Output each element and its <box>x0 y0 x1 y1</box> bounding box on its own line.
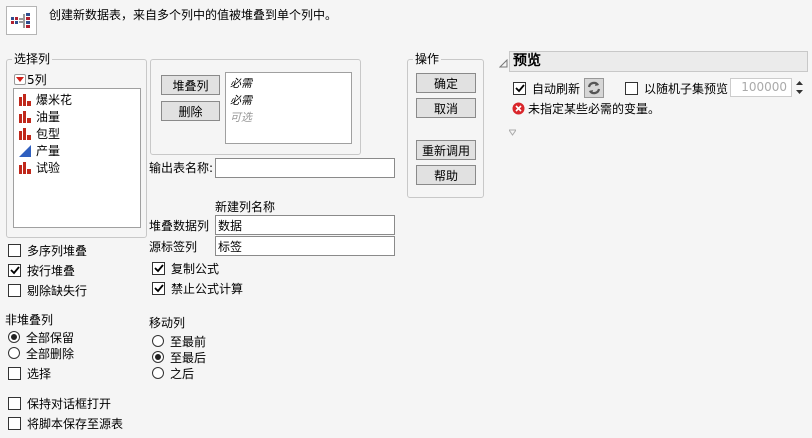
drop-missing-checkbox[interactable]: 剔除缺失行 <box>8 281 87 299</box>
preview-collapse-icon[interactable] <box>508 125 517 139</box>
move-last-radio[interactable]: 至最后 <box>152 348 206 366</box>
refresh-icon <box>587 81 601 95</box>
checkmark-icon <box>153 283 164 292</box>
source-label-label: 源标签列 <box>149 240 198 254</box>
nominal-column-icon <box>19 127 31 140</box>
error-icon <box>512 102 525 115</box>
remove-button[interactable]: 删除 <box>161 101 220 121</box>
checkbox-box[interactable] <box>152 281 165 295</box>
drop-all-radio[interactable]: 全部删除 <box>8 344 74 362</box>
preview-title: 预览 <box>509 51 808 72</box>
multi-series-checkbox[interactable]: 多序列堆叠 <box>8 241 87 259</box>
spin-down-icon[interactable] <box>796 90 803 95</box>
subset-size-input[interactable]: 100000 <box>730 78 792 97</box>
select-checkbox[interactable]: 选择 <box>8 364 51 382</box>
error-message: 未指定某些必需的变量。 <box>528 102 661 116</box>
ok-button[interactable]: 确定 <box>416 73 476 93</box>
actions-title: 操作 <box>413 52 442 66</box>
checkbox-box[interactable] <box>8 283 21 297</box>
nominal-column-icon <box>19 93 31 106</box>
continuous-column-icon <box>19 144 31 157</box>
checkmark-icon <box>514 83 525 92</box>
nominal-column-icon <box>19 161 31 174</box>
checkbox-box[interactable] <box>152 261 165 275</box>
column-count-toggle[interactable]: 5列 <box>14 71 47 88</box>
select-columns-title: 选择列 <box>12 52 53 66</box>
column-item[interactable]: 包型 <box>14 125 140 142</box>
role-slot-optional[interactable]: 可选 <box>230 111 252 124</box>
nominal-column-icon <box>19 110 31 123</box>
stack-by-row-checkbox[interactable]: 按行堆叠 <box>8 261 75 279</box>
error-row: 未指定某些必需的变量。 <box>512 100 660 117</box>
radio-button[interactable] <box>152 367 164 379</box>
checkbox-box[interactable] <box>8 396 21 410</box>
refresh-button[interactable] <box>584 78 604 98</box>
radio-button[interactable] <box>8 347 20 359</box>
move-first-radio[interactable]: 至最前 <box>152 332 206 350</box>
stack-table-icon <box>6 6 37 35</box>
checkbox-box[interactable] <box>625 81 638 95</box>
move-after-radio[interactable]: 之后 <box>152 364 194 382</box>
subset-size-spinner[interactable] <box>793 78 806 97</box>
source-label-input[interactable] <box>215 236 395 256</box>
copy-formula-checkbox[interactable]: 复制公式 <box>152 259 219 277</box>
column-item[interactable]: 产量 <box>14 142 140 159</box>
red-triangle-menu-icon[interactable] <box>14 74 26 85</box>
checkbox-box[interactable] <box>8 263 21 277</box>
keep-all-radio[interactable]: 全部保留 <box>8 328 74 346</box>
spin-up-icon[interactable] <box>796 80 803 85</box>
radio-button[interactable] <box>152 335 164 347</box>
actions-group: 操作 <box>407 52 484 198</box>
role-slot-required[interactable]: 必需 <box>230 94 252 107</box>
new-column-names-title: 新建列名称 <box>215 200 276 214</box>
column-list[interactable]: 爆米花 油量 包型 产量 试验 <box>13 88 141 228</box>
checkbox-box[interactable] <box>8 416 21 430</box>
non-stacked-title: 非堆叠列 <box>5 313 54 327</box>
radio-button[interactable] <box>152 351 164 363</box>
checkmark-icon <box>9 265 20 274</box>
dialog-description: 创建新数据表，来自多个列中的值被堆叠到单个列中。 <box>49 8 338 22</box>
output-table-label: 输出表名称: <box>149 161 214 175</box>
checkbox-box[interactable] <box>513 81 526 95</box>
help-button[interactable]: 帮助 <box>416 165 476 185</box>
keep-dialog-open-checkbox[interactable]: 保持对话框打开 <box>8 394 111 412</box>
random-subset-checkbox[interactable]: 以随机子集预览 <box>625 79 728 97</box>
cancel-button[interactable]: 取消 <box>416 98 476 118</box>
column-count-label: 5列 <box>27 73 47 87</box>
recall-button[interactable]: 重新调用 <box>416 140 476 160</box>
checkmark-icon <box>153 263 164 272</box>
select-columns-group: 选择列 <box>6 52 147 238</box>
role-slot-required[interactable]: 必需 <box>230 77 252 90</box>
radio-button[interactable] <box>8 331 20 343</box>
suppress-formula-checkbox[interactable]: 禁止公式计算 <box>152 279 243 297</box>
auto-refresh-checkbox[interactable]: 自动刷新 <box>513 79 580 97</box>
output-table-input[interactable] <box>215 158 395 178</box>
column-item[interactable]: 试验 <box>14 159 140 176</box>
column-item[interactable]: 爆米花 <box>14 91 140 108</box>
column-item[interactable]: 油量 <box>14 108 140 125</box>
checkbox-box[interactable] <box>8 243 21 257</box>
stack-columns-list[interactable]: 必需 必需 可选 <box>225 72 352 144</box>
stack-roles-group <box>150 59 361 155</box>
save-script-checkbox[interactable]: 将脚本保存至源表 <box>8 414 123 432</box>
preview-disclosure-icon[interactable] <box>498 57 508 71</box>
checkbox-box[interactable] <box>8 366 21 380</box>
stack-columns-button[interactable]: 堆叠列 <box>161 75 220 95</box>
stacked-data-input[interactable] <box>215 215 395 235</box>
move-columns-title: 移动列 <box>149 316 186 330</box>
stacked-data-label: 堆叠数据列 <box>149 219 210 233</box>
